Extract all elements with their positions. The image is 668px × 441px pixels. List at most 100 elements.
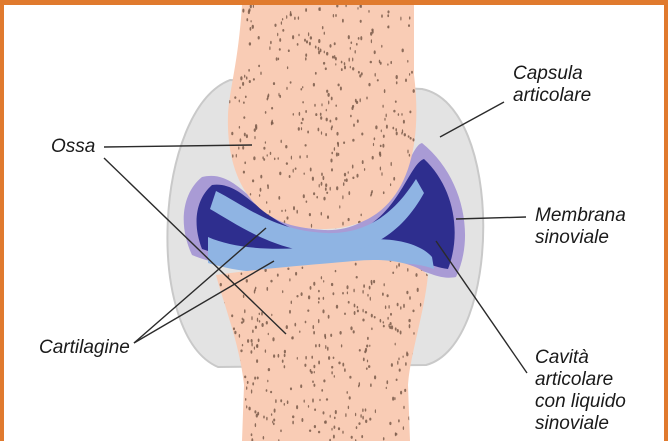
bone-pore <box>242 344 243 347</box>
bone-pore <box>291 156 292 160</box>
bone-pore <box>241 273 243 276</box>
bone-pore <box>302 101 304 103</box>
bone-pore <box>244 161 246 164</box>
bone-pore <box>250 193 251 196</box>
bone-pore <box>321 131 322 135</box>
bone-pore <box>239 87 241 90</box>
bone-pore <box>279 38 281 42</box>
bone-pore <box>343 182 345 186</box>
bone-pore <box>216 389 218 392</box>
bone-pore <box>397 329 399 332</box>
bone-pore <box>416 59 418 63</box>
bone-pore <box>345 413 346 417</box>
bone-pore <box>245 398 246 401</box>
bone-pore <box>232 57 234 60</box>
bone-pore <box>321 182 323 186</box>
bone-pore <box>251 389 252 393</box>
bone-pore <box>384 283 385 286</box>
bone-pore <box>333 14 334 17</box>
bone-pore <box>334 375 335 378</box>
bone-pore <box>422 5 424 7</box>
bone-pore <box>395 327 397 330</box>
bone-pore <box>415 273 417 277</box>
bone-pore <box>270 41 272 44</box>
bone-pore <box>358 422 360 425</box>
bone-pore <box>326 192 328 194</box>
bone-pore <box>296 405 298 409</box>
bone-pore <box>338 361 340 364</box>
bone-pore <box>383 135 385 138</box>
bone-pore <box>405 79 407 83</box>
bone-pore <box>306 40 308 43</box>
bone-pore <box>307 131 309 134</box>
bone-pore <box>348 191 350 195</box>
bone-pore <box>247 339 249 343</box>
bone-pore <box>360 214 361 217</box>
bone-pore <box>260 72 261 76</box>
bone-pore <box>218 76 220 80</box>
bone-pore <box>267 184 269 187</box>
bone-pore <box>322 176 324 180</box>
bone-pore <box>285 209 286 211</box>
bone-pore <box>348 58 349 62</box>
bone-pore <box>234 96 236 99</box>
bone-pore <box>254 136 255 139</box>
bone-pore <box>375 125 377 129</box>
bone-pore <box>265 141 266 144</box>
bone-pore <box>360 414 361 418</box>
bone-pore <box>278 354 280 358</box>
bone-pore <box>255 423 256 427</box>
bone-pore <box>323 379 325 382</box>
bone-pore <box>426 72 428 75</box>
bone-pore <box>339 331 341 335</box>
bone-pore <box>234 423 236 426</box>
bone-pore <box>230 388 231 391</box>
bone-pore <box>328 315 330 319</box>
bone-pore <box>429 5 430 9</box>
bone-pore <box>350 115 352 118</box>
bone-pore <box>380 319 382 323</box>
bone-pore <box>409 110 411 113</box>
bone-pore <box>219 80 221 83</box>
bone-pore <box>275 399 277 403</box>
bone-pore <box>391 325 393 329</box>
bone-pore <box>280 399 282 402</box>
bone-pore <box>325 67 327 70</box>
bone-pore <box>354 304 356 308</box>
bone-pore <box>246 386 247 389</box>
bone-pore <box>318 297 320 300</box>
bone-pore <box>244 376 246 379</box>
bone-pore <box>403 406 404 409</box>
bone-pore <box>356 426 358 429</box>
bone-pore <box>238 147 239 150</box>
bone-pore <box>256 344 258 348</box>
bone-pore <box>220 390 221 394</box>
bone-pore <box>417 25 419 28</box>
bone-pore <box>362 160 364 164</box>
bone-pore <box>415 16 417 19</box>
bone-pore <box>319 344 321 347</box>
bone-pore <box>318 319 320 323</box>
bone-pore <box>239 372 241 376</box>
bone-pore <box>389 422 391 425</box>
bone-pore <box>334 416 336 419</box>
bone-pore <box>409 16 411 19</box>
bone-pore <box>358 71 360 74</box>
bone-pore <box>381 172 382 176</box>
bone-pore <box>365 311 367 314</box>
bone-pore <box>402 48 404 52</box>
bone-pore <box>392 397 394 401</box>
bone-pore <box>365 420 367 424</box>
bone-pore <box>284 350 286 354</box>
bone-pore <box>326 52 328 56</box>
bone-pore <box>334 42 336 45</box>
bone-pore <box>361 132 363 135</box>
bone-pore <box>390 313 392 316</box>
bone-pore <box>344 62 346 65</box>
bone-pore <box>432 17 434 20</box>
bone-pore <box>403 304 405 308</box>
bone-pore <box>383 437 385 440</box>
bone-pore <box>326 90 328 93</box>
bone-pore <box>246 405 247 408</box>
bone-pore <box>278 196 280 200</box>
